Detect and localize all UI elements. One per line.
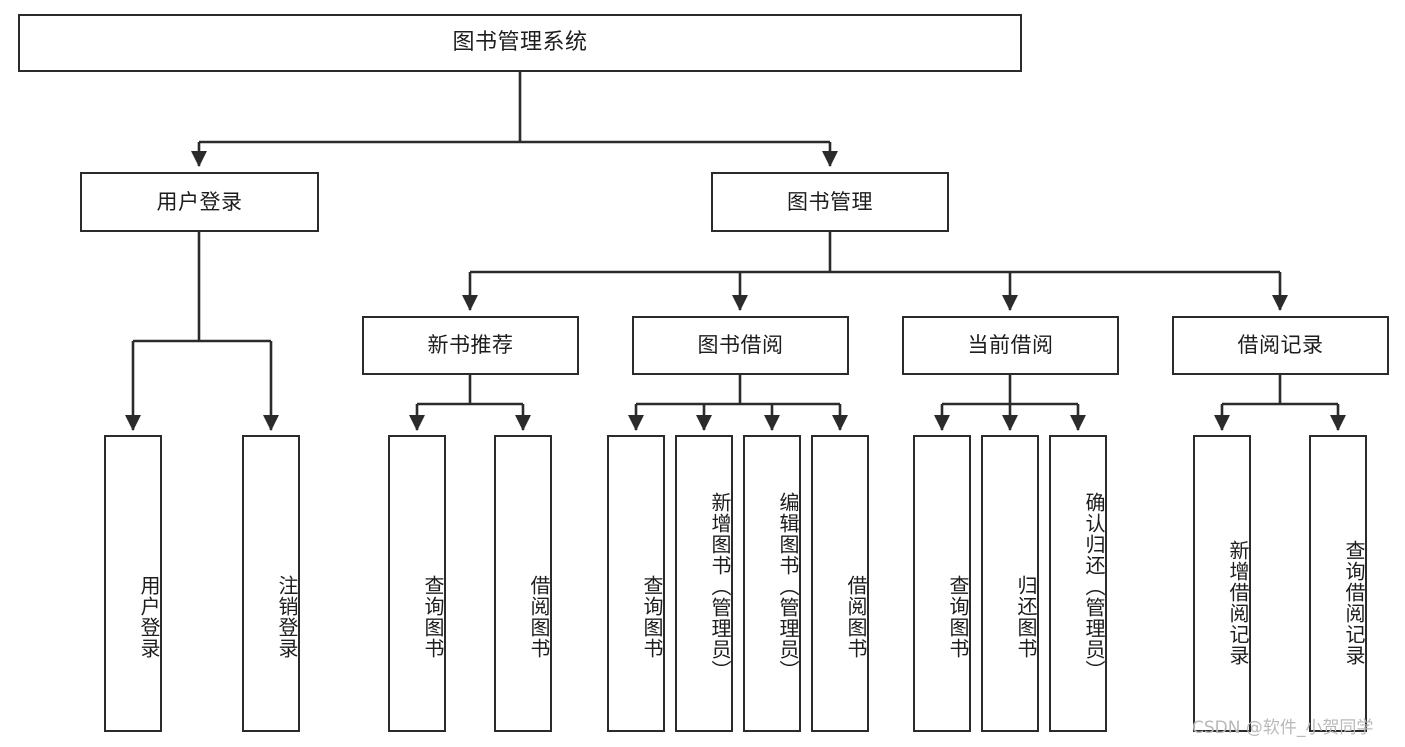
node-label: 编辑图书（管理员） — [776, 492, 800, 681]
node-label: 查询借阅记录 — [1342, 539, 1366, 666]
csdn-watermark: CSDN @软件_小贺同学 — [1192, 718, 1374, 738]
node-book-management[interactable]: 图书管理 — [711, 172, 949, 232]
node-label: 归还图书 — [1014, 574, 1038, 659]
leaf-return-book[interactable]: 归还图书 — [981, 435, 1039, 732]
leaf-logout[interactable]: 注销登录 — [242, 435, 300, 732]
node-book-borrowing[interactable]: 图书借阅 — [632, 316, 849, 375]
node-label: 查询图书 — [640, 574, 664, 659]
node-label: 查询图书 — [421, 574, 445, 659]
leaf-query-book-borrowing[interactable]: 查询图书 — [607, 435, 665, 732]
node-label: 用户登录 — [137, 574, 161, 659]
leaf-user-login[interactable]: 用户登录 — [104, 435, 162, 732]
node-label: 查询图书 — [946, 574, 970, 659]
leaf-query-borrow-record[interactable]: 查询借阅记录 — [1309, 435, 1367, 732]
leaf-borrow-book-borrowing[interactable]: 借阅图书 — [811, 435, 869, 732]
leaf-query-book-recommendation[interactable]: 查询图书 — [388, 435, 446, 732]
node-label: 借阅记录 — [1237, 333, 1324, 358]
node-label: 确认归还（管理员） — [1082, 492, 1106, 681]
node-label: 当前借阅 — [967, 333, 1054, 358]
leaf-borrow-book-recommendation[interactable]: 借阅图书 — [494, 435, 552, 732]
leaf-query-book-current[interactable]: 查询图书 — [913, 435, 971, 732]
node-label: 图书管理 — [787, 189, 873, 214]
node-label: 新书推荐 — [427, 333, 514, 358]
node-label: 注销登录 — [275, 574, 299, 659]
leaf-add-book-admin[interactable]: 新增图书（管理员） — [675, 435, 733, 732]
node-label: 用户登录 — [156, 189, 243, 214]
node-new-book-recommendation[interactable]: 新书推荐 — [362, 316, 579, 375]
leaf-edit-book-admin[interactable]: 编辑图书（管理员） — [743, 435, 801, 732]
node-label: 图书借阅 — [697, 333, 784, 358]
node-user-login[interactable]: 用户登录 — [80, 172, 319, 232]
leaf-add-borrow-record[interactable]: 新增借阅记录 — [1193, 435, 1251, 732]
node-borrow-record[interactable]: 借阅记录 — [1172, 316, 1389, 375]
leaf-confirm-return-admin[interactable]: 确认归还（管理员） — [1049, 435, 1107, 732]
node-label: 借阅图书 — [527, 574, 551, 659]
node-label: 图书管理系统 — [452, 30, 588, 56]
node-label: 新增图书（管理员） — [708, 492, 732, 681]
node-current-borrowing[interactable]: 当前借阅 — [902, 316, 1119, 375]
node-label: 新增借阅记录 — [1226, 539, 1250, 666]
node-root-system[interactable]: 图书管理系统 — [18, 14, 1022, 72]
node-label: 借阅图书 — [844, 574, 868, 659]
